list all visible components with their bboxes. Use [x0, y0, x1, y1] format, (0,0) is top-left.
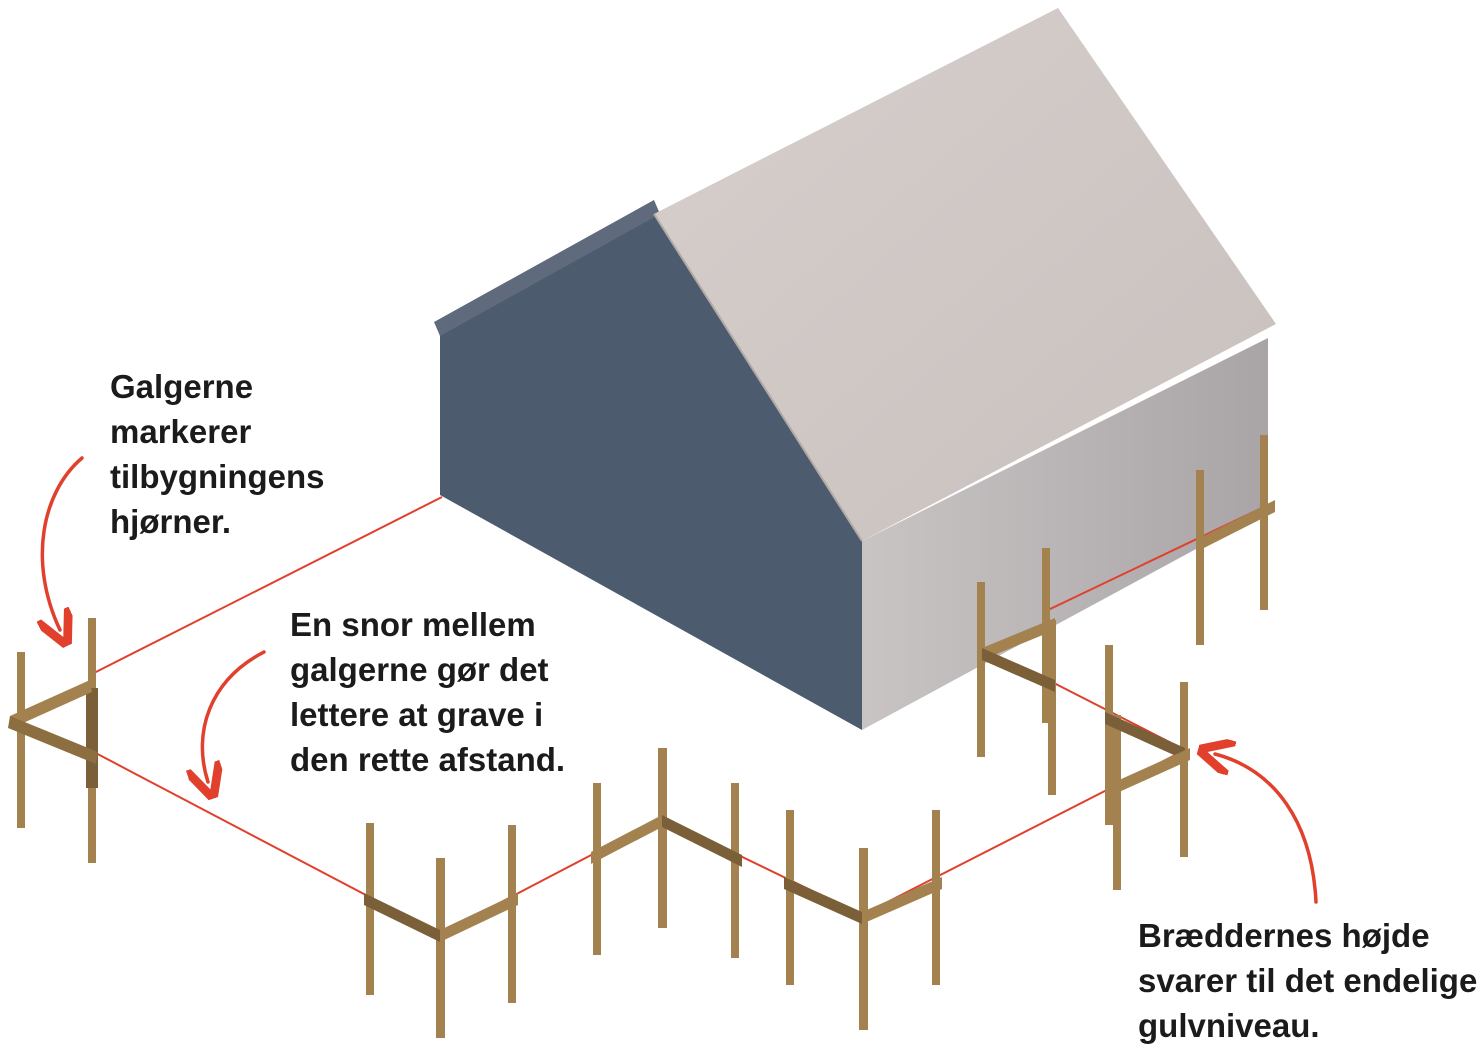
batter-board-right-corner [1105, 645, 1190, 890]
annotation-line: lettere at grave i [290, 696, 544, 733]
house-side-wall [862, 338, 1268, 730]
batter-board-wall-rear [1196, 435, 1275, 645]
house [434, 8, 1276, 730]
batter-boards [8, 435, 1275, 1038]
annotation-arrows [42, 456, 1318, 904]
annotation-line: Galgerne [110, 368, 254, 405]
annotation-line: Bræddernes højde [1138, 917, 1430, 954]
string-line [89, 496, 443, 676]
annotation-line: markerer [110, 413, 252, 450]
house-gable-trim [434, 200, 660, 336]
batter-board-left-corner [8, 618, 98, 863]
arrow-to-string [202, 650, 266, 782]
annotation-line: galgerne gør det [290, 651, 549, 688]
annotation-height: Bræddernes højde svarer til det endelige… [1138, 913, 1477, 1048]
batter-board-front-middle [591, 748, 742, 958]
roof-ridge-edge [653, 213, 863, 542]
batter-board-front-left [364, 823, 518, 1038]
annotation-corners: Galgerne markerer tilbygningens hjørner. [110, 364, 325, 544]
annotation-line: En snor mellem [290, 606, 536, 643]
house-roof [654, 8, 1276, 541]
batter-board-wall-front [977, 548, 1056, 795]
annotation-line: svarer til det endelige [1138, 962, 1478, 999]
arrow-to-board [1215, 754, 1318, 904]
annotation-line: gulvniveau. [1138, 1007, 1320, 1044]
arrow-to-corner [42, 456, 84, 630]
batter-board-front-right [784, 810, 942, 1030]
annotation-line: hjørner. [110, 503, 232, 540]
annotation-line: tilbygningens [110, 458, 325, 495]
annotation-line: den rette afstand. [290, 741, 566, 778]
house-gable-wall [440, 214, 862, 730]
annotation-string: En snor mellem galgerne gør det lettere … [290, 602, 565, 782]
